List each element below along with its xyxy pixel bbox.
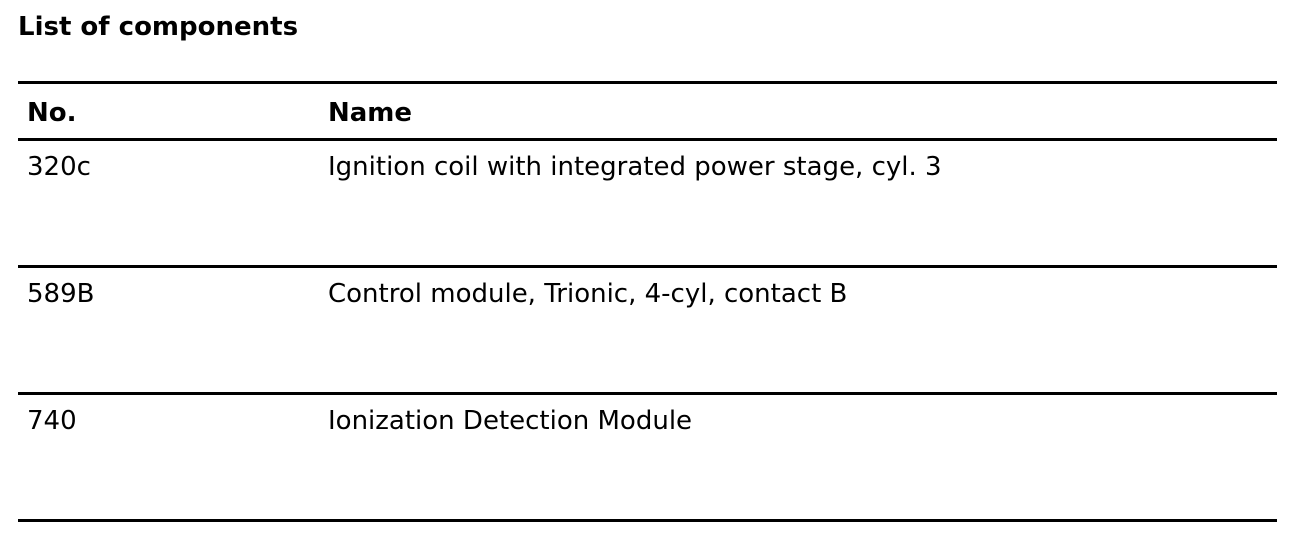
row-divider	[18, 392, 1277, 395]
component-name: Control module, Trionic, 4-cyl, contact …	[328, 279, 848, 309]
component-name: Ionization Detection Module	[328, 406, 693, 436]
table-row: 320c Ignition coil with integrated power…	[18, 141, 1277, 265]
table-header-row: No. Name	[18, 84, 1277, 138]
table-row: 740 Ionization Detection Module	[18, 395, 1277, 519]
column-header-name: Name	[328, 98, 413, 128]
components-table: No. Name 320c Ignition coil with integra…	[18, 81, 1277, 522]
component-number: 740	[27, 406, 77, 436]
row-divider	[18, 265, 1277, 268]
component-name: Ignition coil with integrated power stag…	[328, 152, 942, 182]
document-title: List of components	[18, 12, 299, 42]
table-row: 589B Control module, Trionic, 4-cyl, con…	[18, 268, 1277, 392]
component-number: 589B	[27, 279, 95, 309]
table-bottom-rule	[18, 519, 1277, 522]
component-number: 320c	[27, 152, 91, 182]
column-header-no: No.	[27, 98, 77, 128]
table-top-rule	[18, 81, 1277, 84]
table-header-rule	[18, 138, 1277, 141]
